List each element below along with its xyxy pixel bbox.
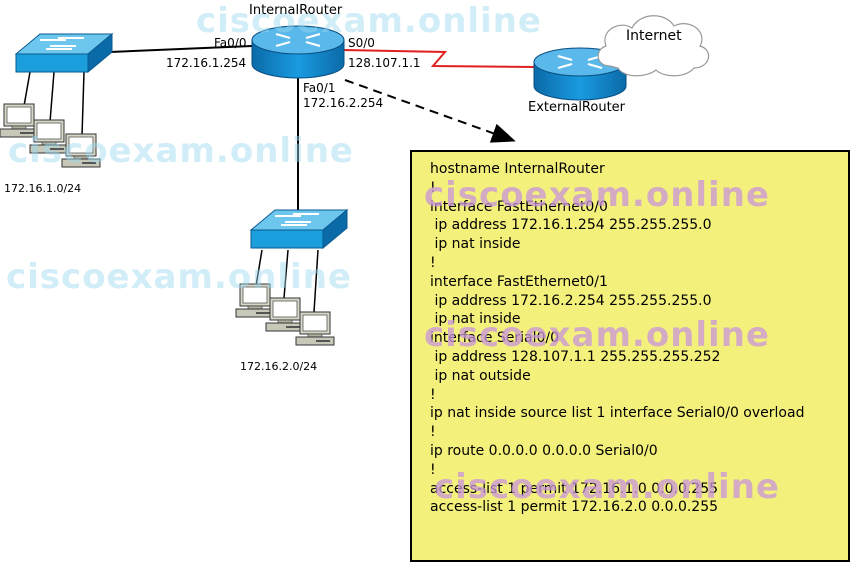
config-line: ! — [430, 461, 436, 478]
pc-icon — [265, 297, 305, 332]
config-line: interface FastEthernet0/0 — [430, 198, 608, 215]
pc-cable — [23, 71, 31, 107]
config-box: hostname InternalRouter ! interface Fast… — [410, 150, 850, 562]
internet-label: Internet — [626, 28, 682, 44]
router-icon — [251, 25, 345, 79]
pc-cable — [49, 71, 55, 123]
watermark: ciscoexam.online — [434, 467, 780, 507]
fa00-label: Fa0/0 — [214, 36, 247, 50]
watermark: ciscoexam.online — [424, 315, 770, 355]
pc-cable — [313, 249, 319, 313]
config-line: ip nat outside — [430, 367, 531, 384]
config-line: ip nat inside — [430, 311, 521, 328]
config-line: ip route 0.0.0.0 0.0.0.0 Serial0/0 — [430, 442, 658, 459]
config-line: interface FastEthernet0/1 — [430, 273, 608, 290]
pc-icon — [295, 311, 335, 346]
external-router-label: ExternalRouter — [528, 100, 626, 115]
fa01-label: Fa0/1 — [303, 81, 336, 95]
watermark: ciscoexam.online — [6, 257, 352, 297]
config-line: interface Serial0/0 — [430, 330, 560, 347]
switch-icon — [249, 208, 349, 250]
config-line: ! — [430, 424, 436, 441]
config-line: hostname InternalRouter — [430, 161, 605, 177]
config-line: ip nat inside source list 1 interface Se… — [430, 405, 805, 422]
config-line: ! — [430, 386, 436, 403]
s00-ip-label: 128.107.1.1 — [348, 56, 421, 70]
switch-icon — [14, 32, 114, 74]
watermark: ciscoexam.online — [8, 131, 354, 171]
config-line: ip address 128.107.1.1 255.255.255.252 — [430, 348, 721, 365]
internal-router-label: InternalRouter — [249, 3, 343, 18]
watermark: ciscoexam.online — [196, 1, 542, 41]
watermark: ciscoexam.online — [424, 175, 770, 215]
config-line: access-list 1 permit 172.16.1.0 0.0.0.25… — [430, 480, 719, 497]
pc-cable — [283, 249, 289, 299]
callout-arrow — [344, 79, 516, 143]
lan1-network-label: 172.16.1.0/24 — [4, 182, 82, 195]
config-listing: hostname InternalRouter ! interface Fast… — [430, 160, 804, 517]
fa01-ip-label: 172.16.2.254 — [303, 96, 384, 110]
cloud-icon — [597, 15, 710, 77]
config-line: ! — [430, 254, 436, 271]
link-lan1-router — [109, 45, 253, 53]
serial-link — [341, 49, 536, 68]
pc-cable — [81, 71, 85, 137]
fa00-ip-label: 172.16.1.254 — [166, 56, 247, 70]
config-line: ip address 172.16.2.254 255.255.255.0 — [430, 292, 712, 309]
config-line: access-list 1 permit 172.16.2.0 0.0.0.25… — [430, 499, 719, 516]
config-line: ip nat inside — [430, 236, 521, 253]
config-line: ip address 172.16.1.254 255.255.255.0 — [430, 217, 712, 234]
s00-label: S0/0 — [348, 36, 375, 50]
lan2-network-label: 172.16.2.0/24 — [240, 360, 318, 373]
pc-cable — [255, 249, 263, 287]
config-line: ! — [430, 179, 436, 196]
